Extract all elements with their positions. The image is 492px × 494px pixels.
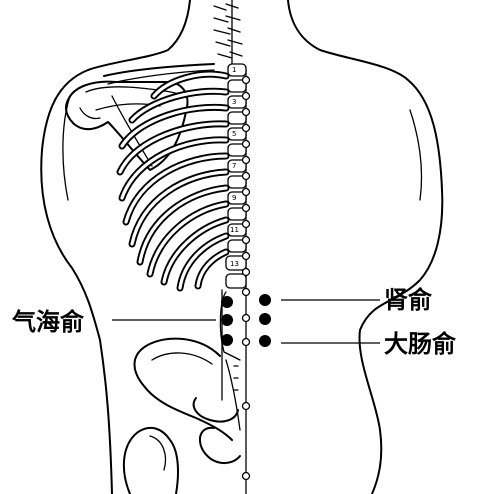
pelvis <box>122 337 241 494</box>
spine: 1 3 5 7 9 11 13 <box>213 0 251 494</box>
acupoint-qihaishu-left <box>221 314 233 326</box>
vertebra-number: 3 <box>232 98 236 106</box>
acupoint-dachangshu-left <box>221 334 233 346</box>
vertebra-number: 1 <box>232 66 236 74</box>
rib <box>118 136 230 202</box>
rib <box>146 200 230 278</box>
rib <box>150 70 230 100</box>
label-dachangshu: 大肠俞 <box>384 329 457 358</box>
rib <box>194 248 230 290</box>
rib <box>160 216 230 286</box>
body-outline <box>40 0 444 494</box>
acupoint-shenshu-right <box>259 294 271 306</box>
rib <box>116 120 230 176</box>
acupoint-dachangshu-right <box>259 335 271 347</box>
rib <box>176 232 230 292</box>
vertebra-column <box>225 63 247 289</box>
rib <box>122 152 230 226</box>
rib <box>118 103 230 150</box>
rib <box>136 184 230 266</box>
acupoints <box>221 294 271 347</box>
vertebra-number: 13 <box>230 260 239 268</box>
rib-cage <box>116 70 230 292</box>
label-shenshu: 肾俞 <box>384 285 433 314</box>
rib <box>128 87 230 124</box>
vertebra-number: 9 <box>232 194 236 202</box>
vertebra-number: 5 <box>232 130 236 138</box>
acupoint-qihaishu-right <box>259 313 271 325</box>
vertebra-number-labels: 1 3 5 7 9 11 13 <box>230 66 239 268</box>
label-qihaishu: 气海俞 <box>11 307 85 336</box>
acupoint-shenshu-left <box>221 296 233 308</box>
spinous-process-dots <box>241 75 251 481</box>
rib <box>128 168 230 248</box>
vertebra-number: 11 <box>230 226 239 234</box>
vertebra-number: 7 <box>232 162 236 170</box>
leader-lines <box>112 299 380 344</box>
